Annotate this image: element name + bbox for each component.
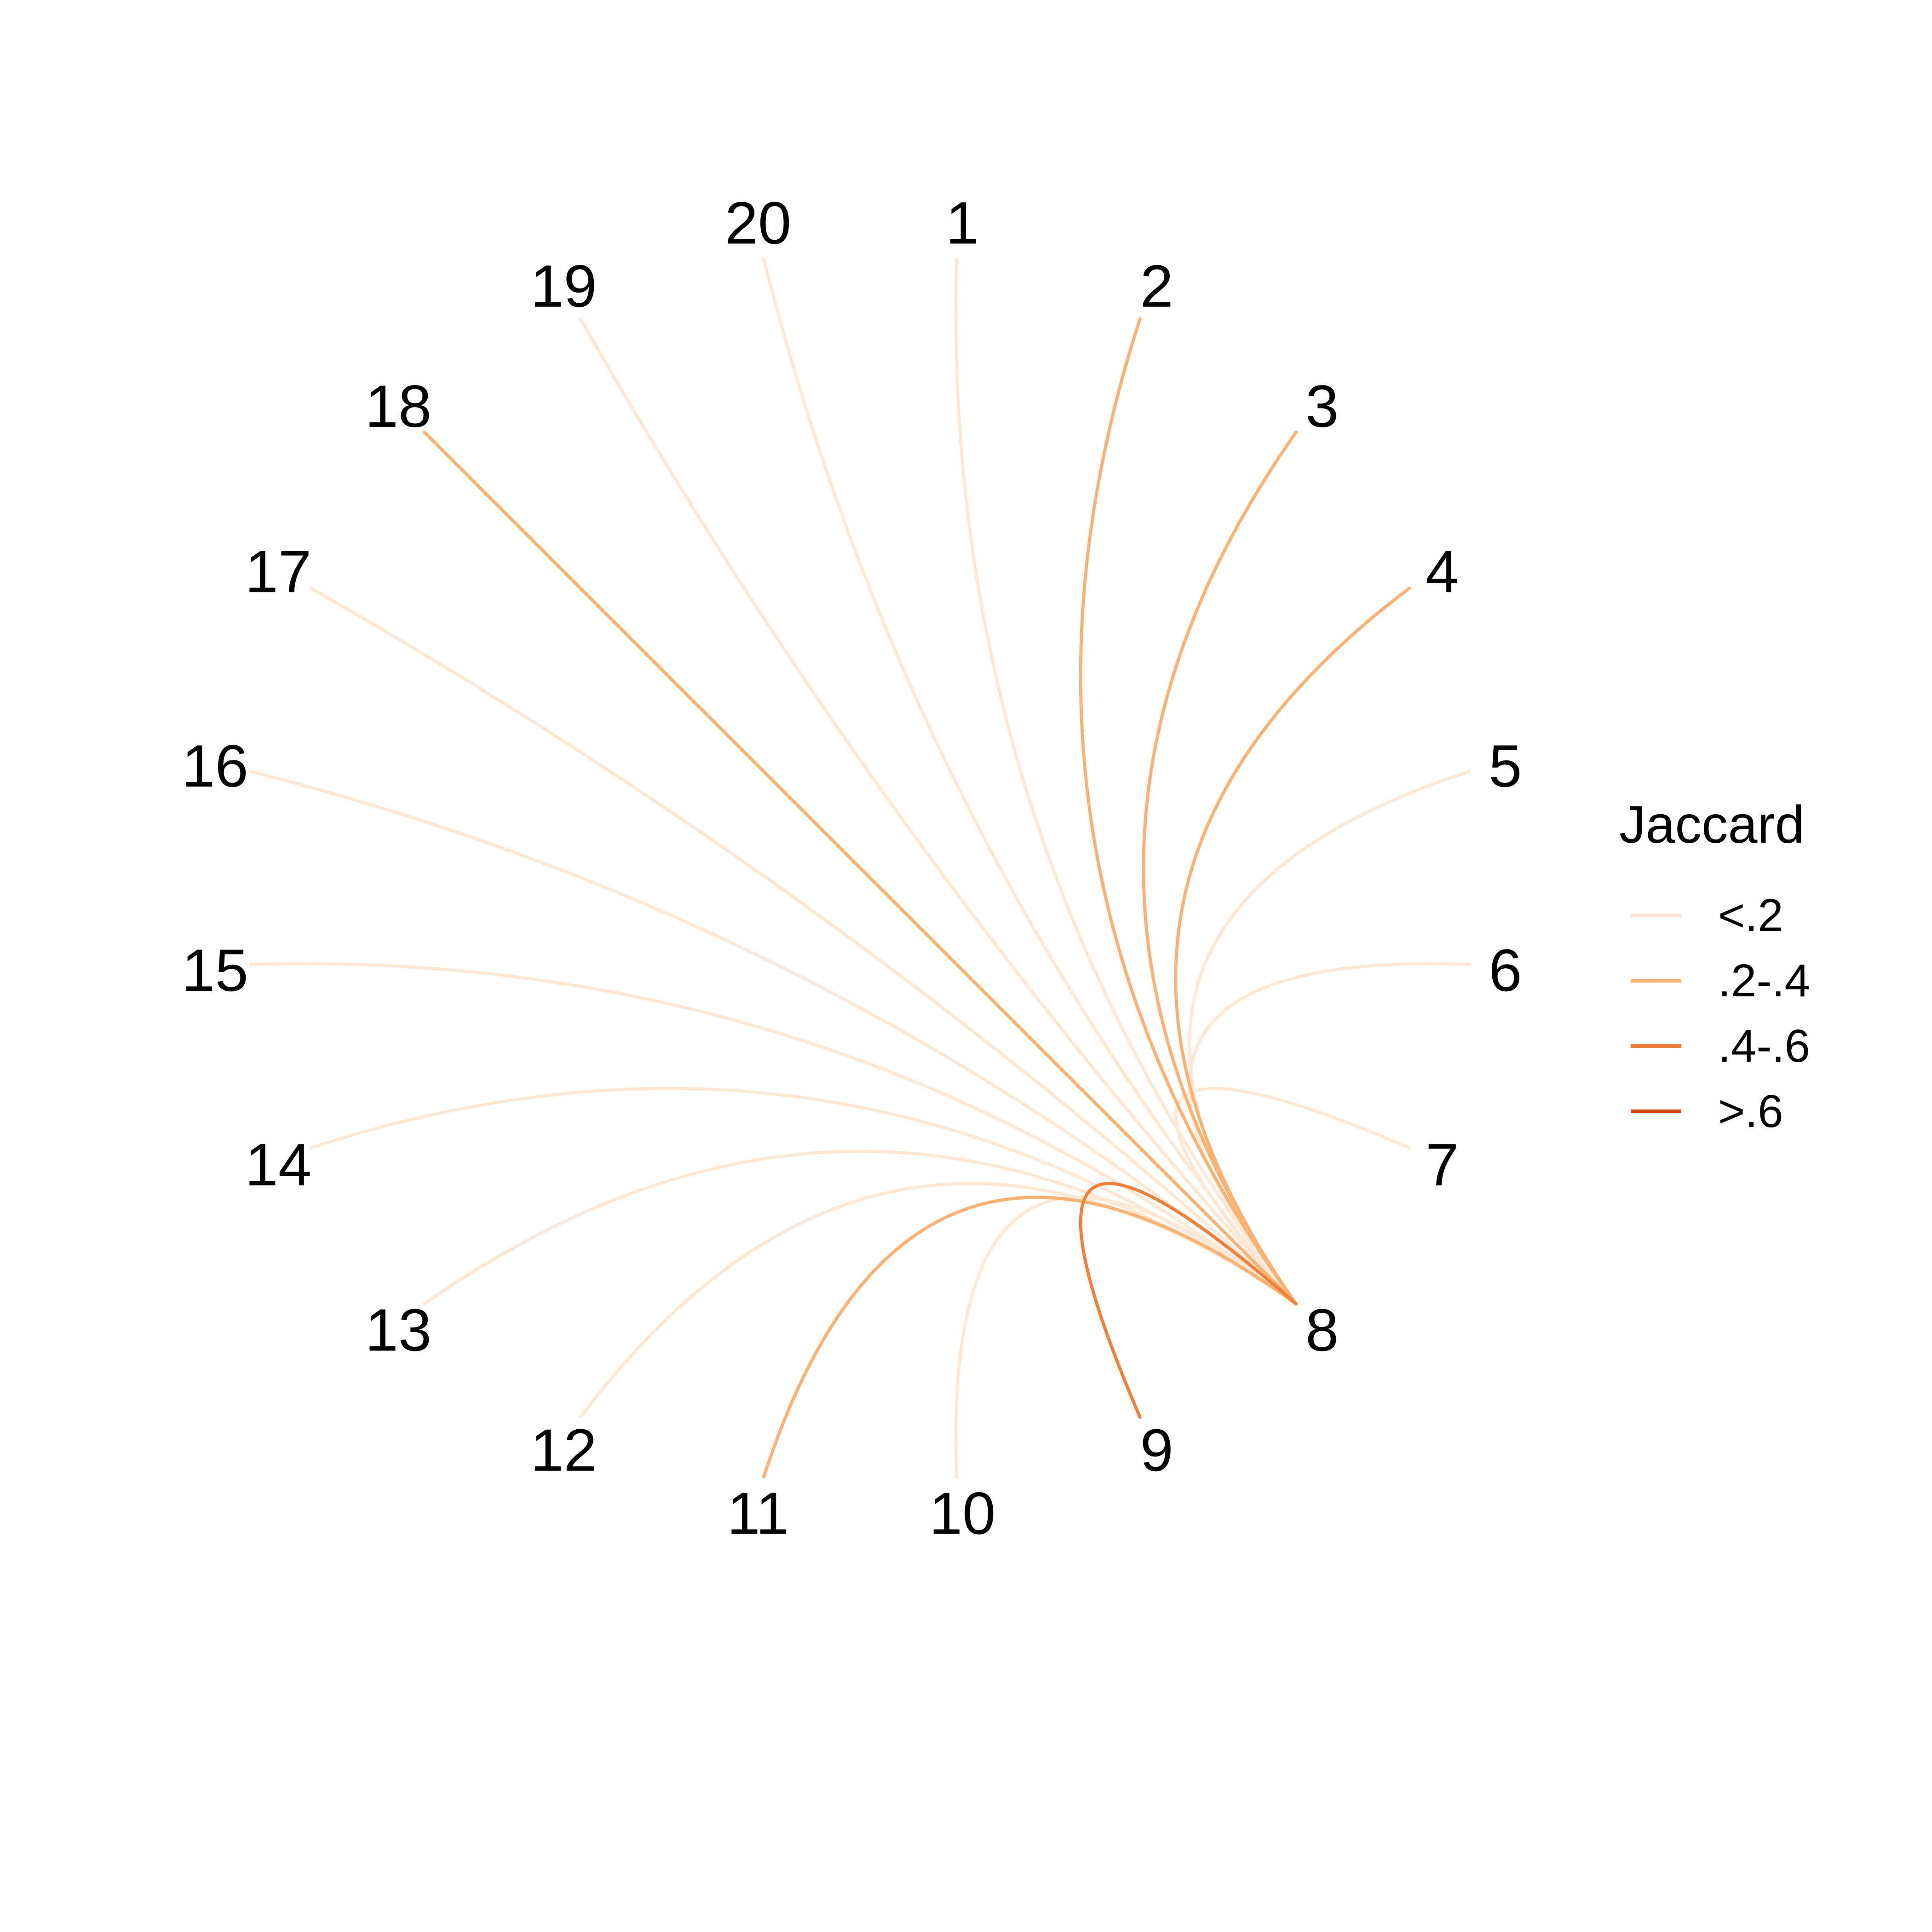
edge-8-20 [762, 258, 1298, 1305]
edge-8-17 [309, 586, 1298, 1305]
node-label-13: 13 [365, 1296, 432, 1363]
node-label-1: 1 [946, 190, 979, 257]
edge-8-10 [954, 1196, 1298, 1478]
edge-8-9 [1079, 1182, 1298, 1419]
edge-8-16 [250, 770, 1298, 1305]
legend-title: Jaccard [1619, 795, 1805, 854]
node-label-18: 18 [365, 373, 432, 440]
edge-8-19 [579, 317, 1298, 1305]
edge-8-3 [1142, 431, 1298, 1305]
node-label-15: 15 [182, 937, 248, 1004]
legend-label-2: .4-.6 [1718, 1020, 1810, 1072]
node-label-14: 14 [245, 1131, 311, 1198]
node-label-9: 9 [1140, 1416, 1173, 1484]
edge-8-4 [1174, 586, 1411, 1305]
edges-layer [250, 258, 1471, 1478]
legend-label-0: <.2 [1718, 890, 1783, 941]
legend-label-1: .2-.4 [1718, 955, 1810, 1006]
node-label-3: 3 [1305, 373, 1339, 440]
node-label-5: 5 [1489, 732, 1522, 799]
node-label-11: 11 [727, 1480, 789, 1547]
node-label-7: 7 [1426, 1131, 1459, 1198]
node-label-17: 17 [245, 538, 311, 605]
legend-label-3: >.6 [1718, 1086, 1783, 1137]
node-label-10: 10 [929, 1480, 996, 1547]
node-label-19: 19 [530, 253, 597, 320]
node-label-16: 16 [182, 732, 248, 799]
edge-8-15 [250, 962, 1298, 1305]
node-label-4: 4 [1426, 538, 1459, 605]
edge-8-1 [954, 258, 1298, 1305]
node-label-6: 6 [1489, 937, 1522, 1004]
node-label-2: 2 [1140, 253, 1173, 320]
node-label-8: 8 [1305, 1296, 1339, 1363]
edge-8-6 [1188, 962, 1471, 1305]
legend-items: <.2 .2-.4 .4-.6 >.6 [1631, 890, 1810, 1137]
edge-8-2 [1079, 317, 1298, 1305]
legend: Jaccard <.2 .2-.4 .4-.6 >.6 [1619, 795, 1810, 1137]
node-label-20: 20 [725, 190, 792, 257]
edge-8-14 [309, 1087, 1298, 1305]
node-label-12: 12 [530, 1416, 597, 1484]
edge-8-18 [423, 431, 1298, 1305]
edge-8-11 [762, 1196, 1298, 1478]
